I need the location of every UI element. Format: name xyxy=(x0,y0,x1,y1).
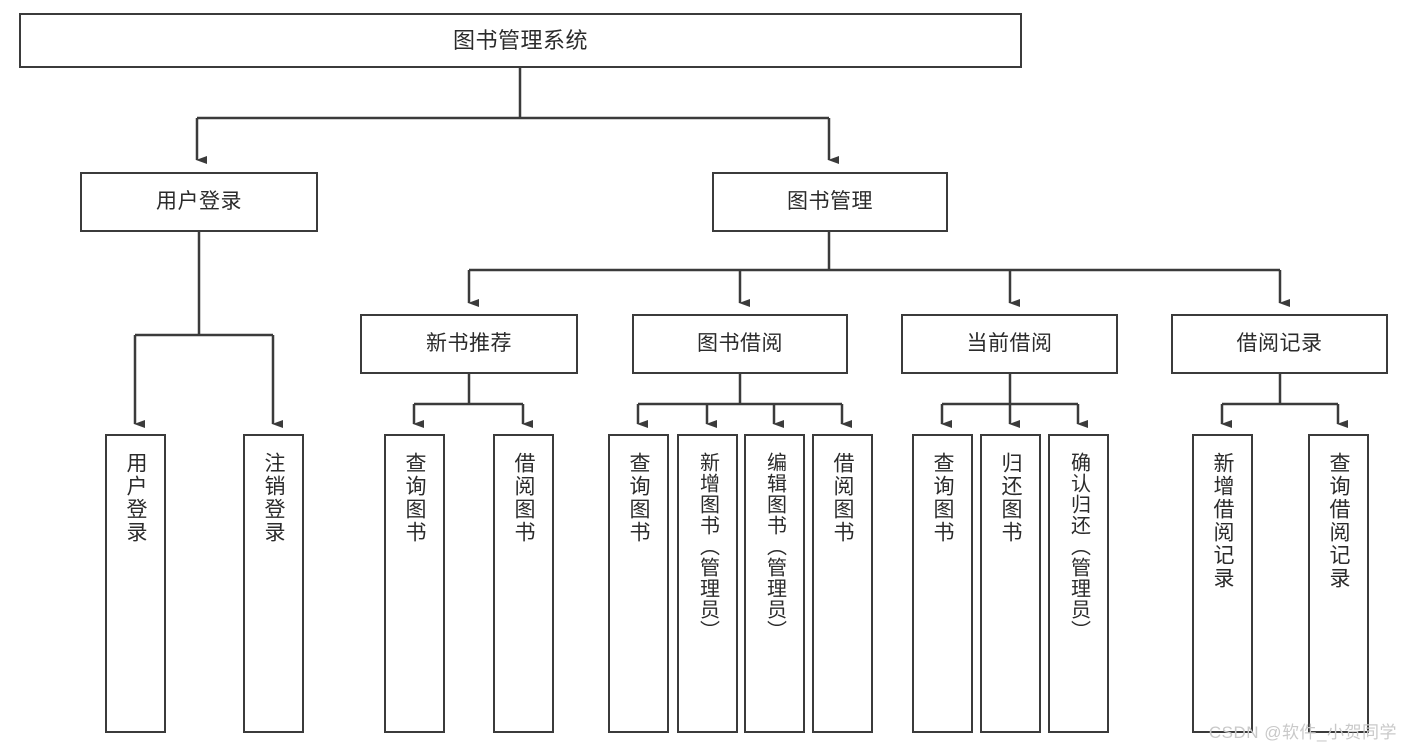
node-leaf-query-book-recommend[interactable]: 查询图书 xyxy=(384,434,445,733)
node-leaf-logout[interactable]: 注销登录 xyxy=(243,434,304,733)
node-label: 查询图书 xyxy=(627,452,651,544)
node-label: 用户登录 xyxy=(124,452,148,544)
node-book-borrowing[interactable]: 图书借阅 xyxy=(632,314,848,374)
node-leaf-query-book-borrow[interactable]: 查询图书 xyxy=(608,434,669,733)
node-label: 查询图书 xyxy=(403,452,427,544)
node-current-borrowing[interactable]: 当前借阅 xyxy=(901,314,1118,374)
node-label: 图书管理系统 xyxy=(452,27,588,53)
node-label: 确认归还（管理员） xyxy=(1067,452,1090,641)
node-leaf-return-book[interactable]: 归还图书 xyxy=(980,434,1041,733)
node-book-management[interactable]: 图书管理 xyxy=(712,172,948,232)
node-root-library-system[interactable]: 图书管理系统 xyxy=(19,13,1022,68)
node-label: 查询图书 xyxy=(931,452,955,544)
node-leaf-borrow-book[interactable]: 借阅图书 xyxy=(812,434,873,733)
node-label: 图书借阅 xyxy=(697,331,783,355)
node-user-login[interactable]: 用户登录 xyxy=(80,172,318,232)
node-label: 借阅图书 xyxy=(512,452,536,544)
node-leaf-borrow-book-recommend[interactable]: 借阅图书 xyxy=(493,434,554,733)
node-label: 编辑图书（管理员） xyxy=(763,452,786,641)
node-new-book-recommendation[interactable]: 新书推荐 xyxy=(360,314,578,374)
node-borrowing-record[interactable]: 借阅记录 xyxy=(1171,314,1388,374)
node-label: 新增借阅记录 xyxy=(1211,452,1235,590)
node-label: 新增图书（管理员） xyxy=(696,452,719,641)
node-label: 借阅记录 xyxy=(1236,331,1323,355)
node-leaf-query-book-current[interactable]: 查询图书 xyxy=(912,434,973,733)
node-leaf-add-borrow-record[interactable]: 新增借阅记录 xyxy=(1192,434,1253,733)
node-label: 图书管理 xyxy=(787,189,873,213)
node-leaf-query-borrow-record[interactable]: 查询借阅记录 xyxy=(1308,434,1369,733)
node-label: 查询借阅记录 xyxy=(1327,452,1351,590)
csdn-watermark: CSDN @软件_小贺同学 xyxy=(1208,723,1397,742)
node-label: 用户登录 xyxy=(156,189,242,213)
node-leaf-confirm-return-admin[interactable]: 确认归还（管理员） xyxy=(1048,434,1109,733)
node-label: 归还图书 xyxy=(999,452,1023,544)
node-leaf-edit-book-admin[interactable]: 编辑图书（管理员） xyxy=(744,434,805,733)
node-leaf-add-book-admin[interactable]: 新增图书（管理员） xyxy=(677,434,738,733)
node-label: 当前借阅 xyxy=(966,331,1053,355)
node-label: 借阅图书 xyxy=(831,452,855,544)
node-label: 新书推荐 xyxy=(426,331,512,355)
node-leaf-user-login[interactable]: 用户登录 xyxy=(105,434,166,733)
node-label: 注销登录 xyxy=(262,452,286,544)
